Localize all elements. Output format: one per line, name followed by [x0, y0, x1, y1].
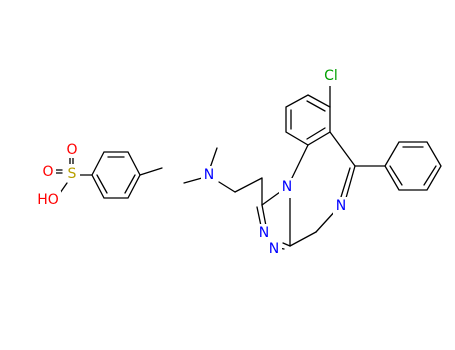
atom-label-o2: O — [42, 164, 53, 180]
phenyl-ring — [384, 141, 442, 191]
diazepine-ch2-c — [289, 231, 317, 247]
atom-label-n-triazole-1: N — [259, 225, 269, 241]
diazepine-c5a-c6 — [329, 131, 356, 167]
benzodiazepine-structure — [183, 85, 442, 250]
atom-label-n-imine: N — [336, 198, 346, 214]
atom-label-oh: HO — [37, 192, 59, 208]
tosyl-ring-double-3 — [96, 174, 108, 194]
phenyl-double-3 — [389, 165, 403, 186]
triazole-n-c-double — [282, 242, 291, 247]
chain-ch2-n — [218, 181, 236, 193]
atom-label-n-bridge: N — [282, 179, 292, 195]
bond-s-oh — [59, 182, 68, 194]
triazole-n-c1 — [261, 191, 281, 206]
chain-ch2-ch2 — [234, 177, 263, 193]
n-methyl-left — [183, 177, 203, 184]
chloro-ring-double-1 — [306, 100, 326, 112]
atom-labels: S O O HO Cl N N N N N — [35, 66, 349, 258]
triazole-c1-n — [261, 204, 267, 227]
diazepine-c6-n — [345, 165, 356, 199]
chloro-ring-double-2 — [306, 127, 326, 140]
tosyl-ring — [91, 151, 141, 199]
chloro-ring — [285, 94, 331, 146]
diazepine-c-n — [289, 144, 309, 183]
tosyl-ring-double-2 — [124, 174, 136, 194]
atom-label-n-dimethyl: N — [204, 167, 214, 183]
atom-label-o1: O — [66, 142, 77, 158]
tosylate-structure — [53, 151, 163, 199]
atom-label-n-triazole-2: N — [269, 241, 279, 257]
tosyl-methyl — [139, 167, 163, 176]
n-methyl-up — [209, 147, 218, 169]
atom-label-cl: Cl — [324, 68, 338, 84]
diazepine-c6-n-double — [340, 167, 351, 198]
triazole-c1-n-double — [256, 206, 262, 227]
phenyl-double-2 — [423, 165, 437, 186]
atom-label-s: S — [68, 166, 77, 182]
